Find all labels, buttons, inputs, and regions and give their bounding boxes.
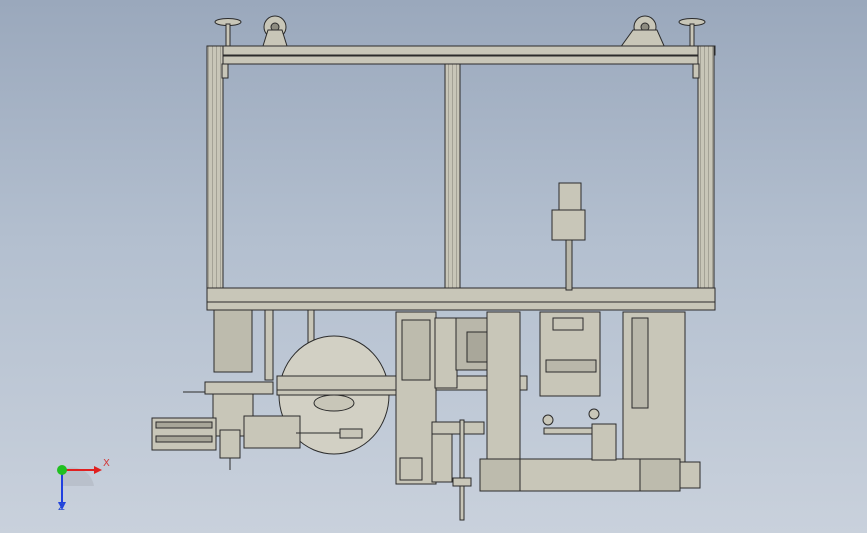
aluminum-frame [206,45,716,311]
caster-wheel-left [262,15,288,47]
gripper-assembly-left [151,381,363,470]
vertical-actuator-upper [551,182,586,291]
triad-z-label: Z [58,502,65,513]
vertical-column-center [395,311,489,521]
triad-x-label: X [103,458,110,469]
caster-wheel-right [619,15,666,49]
leveling-foot-right [678,18,706,47]
leveling-foot-left [214,18,242,47]
vertical-column-right [479,311,701,492]
coordinate-triad [57,465,102,510]
